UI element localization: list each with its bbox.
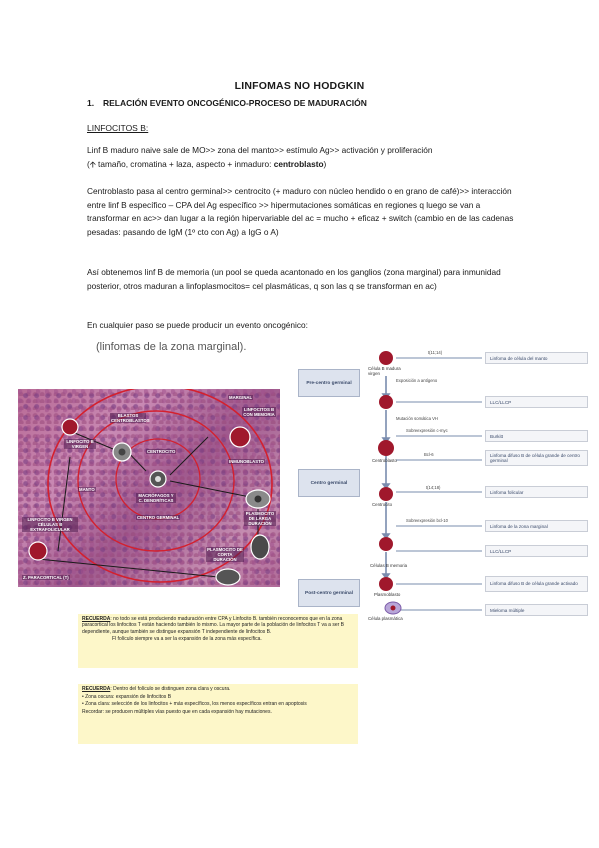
- diagram-cells: [378, 351, 402, 615]
- label-plasmocito-larga: PLASMOCITO DE LARGA DURACIÓN: [244, 511, 276, 526]
- short-plasma-cell-icon: [215, 568, 241, 586]
- label-inmunoblasto: INMUNOBLASTO: [228, 459, 266, 464]
- maturation-diagram: Pre-centro germinal Centro germinal Post…: [298, 336, 588, 621]
- subheading: LINFOCITOS B:: [87, 123, 149, 133]
- note1-label: RECUERDA: [82, 616, 111, 622]
- event-cmyc: Sobreexpresión c-myc: [406, 428, 448, 433]
- note1-text: : no todo se está produciendo maduración…: [82, 616, 344, 635]
- p1-line-c: ): [323, 158, 327, 169]
- lymphoma-dlbcl-gc: Linfoma difuso B de célula grande de cen…: [485, 450, 588, 466]
- note1-text2: Fl folículo siempre va a ser la expansió…: [112, 635, 262, 642]
- cell-label-plasmablast: Plasmoblasto: [374, 592, 401, 597]
- note2-item: Zona oscura: expansión de linfocitos B: [82, 694, 354, 700]
- lymphoma-mieloma: Mieloma múltiple: [485, 604, 588, 616]
- lymphoma-folicular: Linfoma folicular: [485, 486, 588, 498]
- event-bcl6: Bcl-6: [424, 452, 434, 457]
- cell-memory-icon: [379, 537, 393, 551]
- lymphoma-manto: Linfoma de célula del manto: [485, 352, 588, 364]
- note2-item: Zona clara: selección de los linfocitos …: [82, 701, 354, 707]
- event-mutation: Mutación somática VH: [396, 416, 438, 421]
- mantle-zone-ring: [77, 410, 235, 552]
- note-recuerda-1: RECUERDA: no todo se está produciendo ma…: [78, 614, 358, 668]
- label-memory: LINFOCITOS B CON MEMORIA: [242, 407, 276, 417]
- lymphoma-dlbcl-act: Linfoma difuso B de célula grande activa…: [485, 576, 588, 592]
- cell-label-centrocyte: Centrocito: [372, 502, 393, 507]
- event-bcl10: Sobreexpresión bcl-10: [406, 518, 448, 523]
- label-marginal: MARGINAL: [228, 395, 254, 400]
- label-blastos: BLASTOS CENTROBLASTOS: [110, 413, 150, 423]
- note2-text: : Dentro del folículo se distinguen zona…: [110, 686, 231, 692]
- stage-pre-germinal: Pre-centro germinal: [298, 369, 360, 397]
- stage-post-germinal: Post-centro germinal: [298, 579, 360, 607]
- label-extrafollicular: LINFOCITO B VIRGEN CÉLULAS B EXTRAFOLICU…: [22, 517, 78, 532]
- label-centrocito: CENTROCITO: [146, 449, 177, 454]
- note2-label: RECUERDA: [82, 686, 111, 692]
- lymphoma-marginal: Linfoma de la zona marginal: [485, 520, 588, 532]
- label-plasmocito-corta: PLASMOCITO DE CORTA DURACIÓN: [206, 547, 244, 562]
- paragraph-3: Así obtenemos linf B de memoria (un pool…: [87, 267, 501, 291]
- label-macrofagos: MACRÓFAGOS Y C. DENDRÍTICAS: [136, 493, 176, 503]
- event-antigen: Exposición a antígeno: [396, 378, 438, 383]
- cell-plasmablast-icon: [379, 577, 393, 591]
- event-t1114: t(11;14): [428, 350, 443, 355]
- cell-centrocyte-icon: [379, 487, 393, 501]
- marginal-zone-ring: [47, 389, 273, 583]
- paragraph-4: En cualquier paso se puede producir un e…: [87, 320, 308, 330]
- histology-overlay: [28, 389, 273, 586]
- cell-label-centroblast: Centroblasto: [372, 458, 397, 463]
- long-plasma-cell-icon: [250, 534, 270, 560]
- lymphoma-llc-1: LLC/LLCP: [485, 396, 588, 408]
- p1-line-b: (🡩 tamaño, cromatina + laza, aspecto + i…: [87, 158, 274, 169]
- memory-b-cell-icon: [229, 426, 251, 448]
- histology-caption: (linfomas de la zona marginal).: [96, 341, 247, 353]
- event-t1418: t(14;18): [426, 485, 441, 490]
- p1-line-a: Linf B maduro naive sale de MO>> zona de…: [87, 145, 433, 155]
- note2-footer: Recordar: se producen múltiples vías pue…: [82, 708, 272, 715]
- cell-label-memory: Células B memoria: [370, 563, 408, 568]
- label-manto: MANTO: [78, 487, 96, 492]
- note2-list: Zona oscura: expansión de linfocitos B Z…: [82, 694, 354, 707]
- page-title: LINFOMAS NO HODGKIN: [234, 80, 365, 92]
- cell-centroblast-icon: [378, 440, 394, 456]
- cell-label-naive: Célula B madura virgen: [368, 366, 401, 376]
- cell-exposed-icon: [379, 395, 393, 409]
- cell-label-plasma: Célula plasmática: [368, 616, 403, 621]
- p1-bold: centroblasto: [273, 158, 324, 169]
- lymphoma-llc-2: LLC/LLCP: [485, 545, 588, 557]
- stage-germinal: Centro germinal: [298, 469, 360, 497]
- paragraph-2: Centroblasto pasa al centro germinal>> c…: [87, 186, 514, 237]
- histology-image: MARGINAL BLASTOS CENTROBLASTOS LINFOCITO…: [18, 389, 280, 587]
- section-number: 1.: [87, 98, 95, 108]
- diagram-lines: [381, 357, 482, 611]
- section-text: RELACIÓN EVENTO ONCOGÉNICO-PROCESO DE MA…: [103, 98, 367, 108]
- cell-naive-icon: [379, 351, 393, 365]
- label-paracortical: Z. PARACORTICAL (T): [22, 575, 70, 580]
- extrafollicular-b-cell-icon: [28, 541, 48, 561]
- note-recuerda-2: RECUERDA: Dentro del folículo se disting…: [78, 684, 358, 744]
- section-heading: 1. RELACIÓN EVENTO ONCOGÉNICO-PROCESO DE …: [87, 98, 367, 108]
- label-naive: LINFOCITO B VIRGEN: [64, 439, 96, 449]
- label-centro-germinal: CENTRO GERMINAL: [136, 515, 181, 520]
- paragraph-1: Linf B maduro naive sale de MO>> zona de…: [87, 144, 517, 171]
- naive-b-cell-icon: [61, 418, 79, 436]
- lymphoma-burkitt: Burkitt: [485, 430, 588, 442]
